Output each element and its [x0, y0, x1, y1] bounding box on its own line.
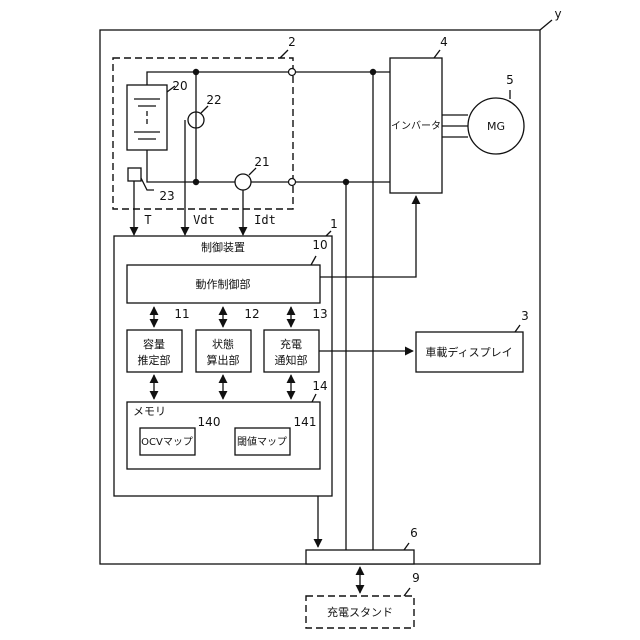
- display-label: 車載ディスプレイ: [425, 345, 512, 359]
- current-sensor-ref: 21: [254, 155, 269, 169]
- memory-label: メモリ: [133, 405, 166, 418]
- charging-stand-label: 充電スタンド: [327, 605, 393, 619]
- capacity-estimation-ref: 11: [174, 307, 189, 321]
- capacity-estimation-label-2: 推定部: [138, 353, 171, 367]
- ocv-map-ref: 140: [198, 415, 221, 429]
- operation-control-ref: 10: [312, 238, 327, 252]
- vehicle-ref: y: [554, 7, 561, 21]
- pack-terminal-bottom: [289, 179, 296, 186]
- threshold-map-label: 閾値マップ: [237, 435, 287, 448]
- memory-ref: 14: [312, 379, 327, 393]
- operation-control-label: 動作制御部: [196, 277, 251, 291]
- motor-label: MG: [487, 120, 505, 133]
- temp-sensor: [128, 168, 141, 181]
- inverter-ref: 4: [440, 35, 448, 49]
- motor-ref: 5: [506, 73, 514, 87]
- capacity-estimation-label-1: 容量: [143, 337, 165, 351]
- signal-vdt: Vdt: [193, 213, 215, 227]
- battery-pack-ref: 2: [288, 35, 296, 49]
- connector-box: [306, 550, 414, 564]
- connector-ref: 6: [410, 526, 418, 540]
- state-calculation-ref: 12: [244, 307, 259, 321]
- signal-idt: Idt: [254, 213, 276, 227]
- charge-notification-ref: 13: [312, 307, 327, 321]
- state-calculation-label-2: 算出部: [207, 353, 240, 367]
- inverter-label: インバータ: [391, 120, 441, 132]
- threshold-map-ref: 141: [294, 415, 317, 429]
- charge-notification-label-1: 充電: [280, 337, 302, 351]
- ocv-map-label: OCVマップ: [141, 436, 193, 448]
- state-calculation-label-1: 状態: [212, 337, 234, 351]
- pack-terminal-top: [289, 69, 296, 76]
- battery-cells-box: [127, 85, 167, 150]
- charging-stand-ref: 9: [412, 571, 420, 585]
- control-device-ref: 1: [330, 217, 338, 231]
- control-device-label: 制御装置: [201, 240, 245, 254]
- display-ref: 3: [521, 309, 529, 323]
- temp-sensor-ref: 23: [159, 189, 174, 203]
- voltage-sensor-ref: 22: [206, 93, 221, 107]
- charge-notification-label-2: 通知部: [275, 353, 308, 367]
- signal-t: T: [144, 213, 151, 227]
